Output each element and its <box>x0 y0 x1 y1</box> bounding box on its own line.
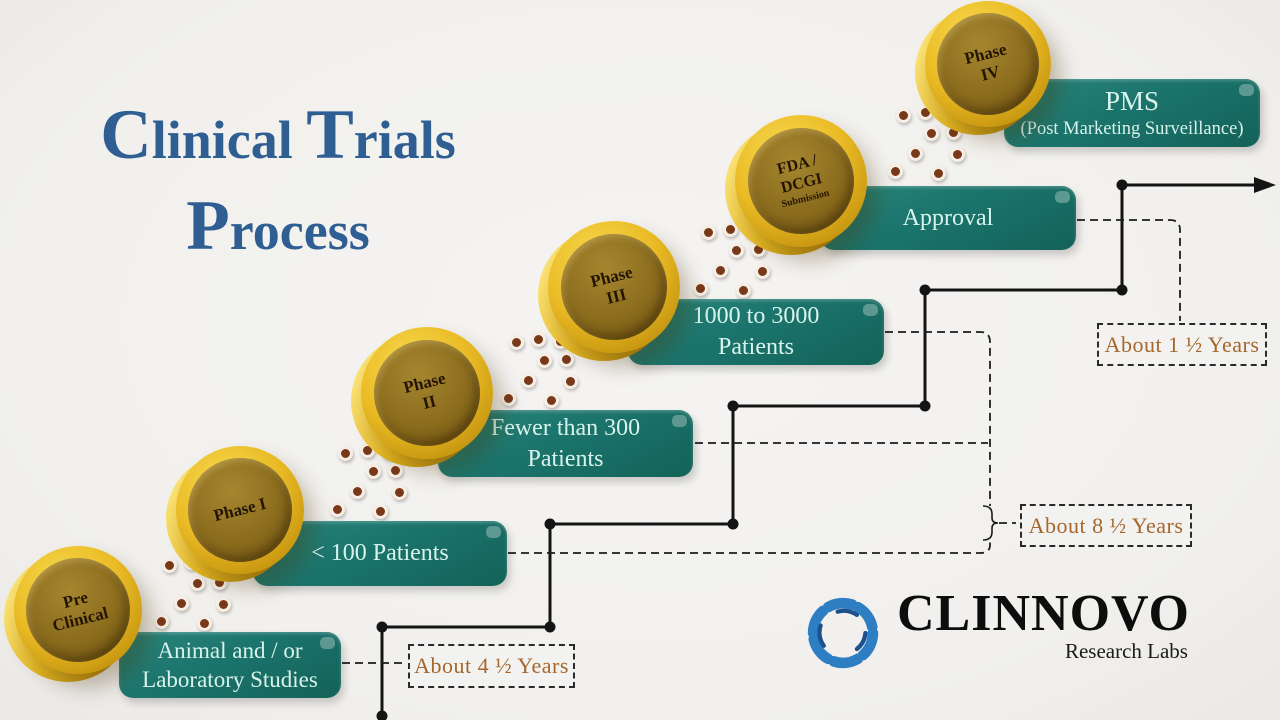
arrow-dot <box>509 335 524 350</box>
stage-box-text: Animal and / or <box>157 638 303 663</box>
stage-box-text: (Post Marketing Surveillance) <box>1020 118 1244 139</box>
arrow-dot <box>924 126 939 141</box>
stage-coin-phase-1: Phase I <box>176 446 304 574</box>
stage-box-text: Patients <box>527 445 604 472</box>
logo-text: CLINNOVO Research Labs <box>897 587 1190 664</box>
arrow-dot <box>162 558 177 573</box>
clinnovo-logo: CLINNOVO Research Labs <box>795 585 1190 681</box>
arrow-dot <box>908 146 923 161</box>
duration-label: About 1 ½ Years <box>1104 331 1260 357</box>
coin-face <box>560 233 668 341</box>
stage-box-text: < 100 Patients <box>311 540 449 566</box>
stage-box-text: Laboratory Studies <box>142 667 318 692</box>
coin-face <box>747 127 855 235</box>
duration-8half-years: About 8 ½ Years <box>1020 504 1192 547</box>
stage-box-phase-1: < 100 Patients <box>253 521 507 586</box>
title-line-1: Clinical Trials <box>100 95 456 174</box>
stage-box-text: Approval <box>902 204 994 231</box>
arrow-dot <box>501 391 516 406</box>
arrow-dot <box>366 464 381 479</box>
arrow-dot <box>693 281 708 296</box>
arrow-dot <box>174 596 189 611</box>
stage-box-text: PMS <box>1104 85 1160 116</box>
arrow-dot <box>197 616 212 631</box>
title-word: Clinical <box>100 95 293 174</box>
stage-box-pre-clinical: Animal and / or Laboratory Studies <box>119 632 341 698</box>
coin-face <box>936 12 1040 116</box>
logo-subtitle: Research Labs <box>1064 639 1188 663</box>
stage-box-text: Fewer than 300 <box>490 414 641 441</box>
coin-face <box>373 339 481 447</box>
arrow-dot <box>888 164 903 179</box>
arrow-dot <box>338 446 353 461</box>
staircase-nodes <box>376 179 1128 720</box>
arrow-dot <box>755 264 770 279</box>
coin-face <box>26 558 130 662</box>
arrow-dot <box>330 502 345 517</box>
coin-face <box>188 458 292 562</box>
coin-label: Phase I <box>211 493 269 526</box>
arrow-dot <box>190 576 205 591</box>
arrow-dot <box>521 373 536 388</box>
brace <box>982 505 999 541</box>
arrow-dot <box>154 614 169 629</box>
arrow-dot <box>701 225 716 240</box>
dashed-leaders <box>342 219 1181 664</box>
stage-box-text: Patients <box>718 334 794 360</box>
arrow-dot <box>388 463 403 478</box>
arrow-dot <box>931 166 946 181</box>
arrow-dot <box>350 484 365 499</box>
arrow-dot <box>544 393 559 408</box>
arrow-dot <box>373 504 388 519</box>
title-line-2: Process <box>186 186 370 265</box>
arrow-dot <box>537 353 552 368</box>
arrow-dot <box>563 374 578 389</box>
arrow-dot <box>216 597 231 612</box>
arrow-head <box>1254 177 1276 193</box>
clinnovo-swirl-icon <box>807 597 879 669</box>
duration-label: About 8 ½ Years <box>1028 512 1184 538</box>
arrow-dot <box>531 332 546 347</box>
arrow-dot <box>896 108 911 123</box>
page-title: Clinical Trials Process <box>38 92 518 274</box>
arrow-dot <box>713 263 728 278</box>
title-word: Process <box>186 186 370 265</box>
logo-name: CLINNOVO <box>897 585 1190 642</box>
arrow-dot <box>950 147 965 162</box>
arrow-dot <box>559 352 574 367</box>
stage-box-text: 1000 to 3000 <box>692 303 820 329</box>
duration-label: About 4 ½ Years <box>414 653 569 678</box>
duration-1half-years: About 1 ½ Years <box>1097 323 1267 366</box>
title-word: Trials <box>306 95 456 174</box>
arrow-dot <box>392 485 407 500</box>
arrow-dot <box>736 283 751 298</box>
duration-4half-years: About 4 ½ Years <box>408 644 575 688</box>
